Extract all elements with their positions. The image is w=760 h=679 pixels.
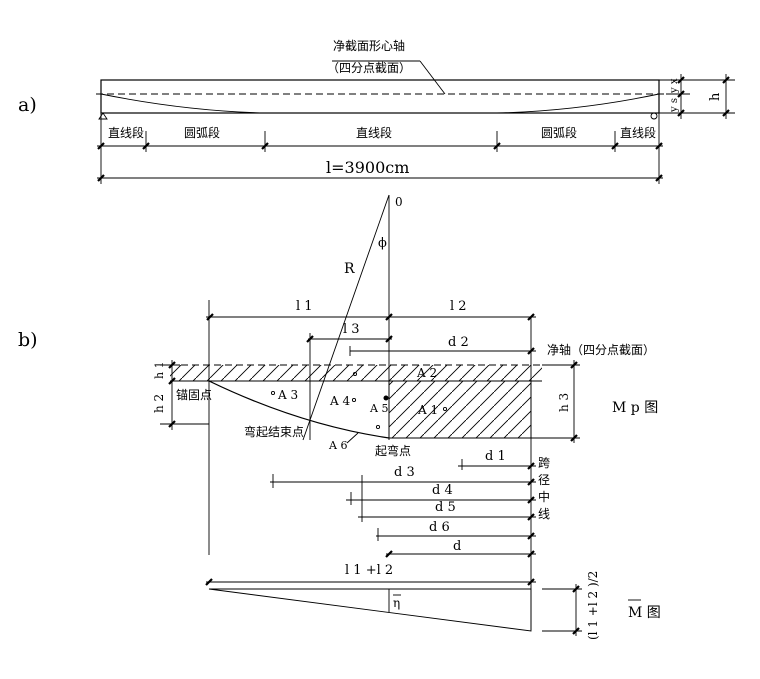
h3-label: h 3 <box>557 393 571 412</box>
a6-leader <box>346 432 359 444</box>
tick <box>527 578 535 586</box>
segment-label-1: 直线段 <box>108 125 144 140</box>
a1-region <box>388 380 532 439</box>
tick <box>570 361 578 369</box>
l1l2-label: l 1 +l 2 <box>345 563 393 578</box>
tick <box>570 434 578 442</box>
tick <box>385 550 393 558</box>
tick <box>385 335 393 343</box>
tick <box>97 142 105 150</box>
axis-label: 净截面形心轴 <box>333 38 405 53</box>
a2-label: A 2 <box>416 366 437 380</box>
a4-label: A 4 <box>329 394 350 408</box>
tick <box>385 313 393 321</box>
a2-centroid <box>352 371 358 377</box>
tick <box>205 578 213 586</box>
tick <box>611 142 619 150</box>
phi-label: ϕ <box>378 236 387 251</box>
eta-label: η <box>393 596 400 610</box>
tick <box>677 109 685 117</box>
tick <box>722 76 730 84</box>
d6-label: d 6 <box>429 520 450 535</box>
tick <box>527 550 535 558</box>
mbar-triangle <box>208 588 532 632</box>
l2-label: l 2 <box>450 299 467 314</box>
midspan-char-1: 跨 <box>538 456 550 470</box>
anchor-point-label: 锚固点 <box>176 387 212 402</box>
midspan-char-2: 径 <box>538 473 550 487</box>
tick <box>527 513 535 521</box>
panel-a-label: a) <box>18 94 37 116</box>
dim-h-label: h <box>708 92 723 101</box>
a5-centroid-dot <box>383 395 389 401</box>
tick <box>206 313 214 321</box>
bend-start-label: 起弯点 <box>375 443 411 458</box>
tick <box>97 174 105 182</box>
a6-label: A 6 <box>328 439 347 452</box>
d3-label: d 3 <box>394 465 415 480</box>
segment-label-4: 圆弧段 <box>541 125 577 140</box>
tick <box>655 142 663 150</box>
bend-end-label: 弯起结束点 <box>244 424 304 439</box>
center-label: 0 <box>395 195 403 209</box>
mp-label: M p 图 <box>612 400 658 416</box>
l3-label: l 3 <box>343 322 360 337</box>
axis-note: 净轴（四分点截面） <box>547 342 655 357</box>
mp-tendon-curve <box>208 380 390 439</box>
h2-label: h 2 <box>152 394 166 413</box>
tick <box>527 462 535 470</box>
axis-sub-label: （四分点截面） <box>327 61 411 75</box>
d5-label: d 5 <box>435 500 456 515</box>
tick <box>572 627 580 635</box>
tendon-profile <box>100 93 660 114</box>
midspan-char-3: 中 <box>538 489 550 504</box>
d-label: d <box>453 539 461 554</box>
d4-label: d 4 <box>432 483 453 498</box>
midspan-char-4: 线 <box>538 507 550 521</box>
a3-label: A 3 <box>277 388 298 402</box>
beam-outline <box>100 79 660 114</box>
a5-label: A 5 <box>369 402 388 415</box>
segment-label-2: 圆弧段 <box>184 125 220 140</box>
span-label: l=3900cm <box>326 158 409 177</box>
a1-centroid <box>442 406 448 412</box>
inclined-radius <box>302 194 390 441</box>
h1-label: h 1 <box>153 361 166 379</box>
dim-yx-label: y x <box>669 78 680 94</box>
tick <box>677 76 685 84</box>
tick <box>142 142 150 150</box>
segment-label-5: 直线段 <box>620 125 656 140</box>
a4-centroid <box>351 397 357 403</box>
tick <box>722 109 730 117</box>
radius-label: R <box>344 261 355 277</box>
a1-label: A 1 <box>417 403 438 417</box>
tick <box>655 174 663 182</box>
tick <box>677 90 685 98</box>
tick <box>306 335 314 343</box>
dim-ys-label: y s <box>669 98 680 113</box>
half-label: (l 1 +l 2 )/2 <box>586 571 600 640</box>
tick <box>168 377 176 385</box>
panel-b-label: b) <box>18 329 38 351</box>
tick <box>168 361 176 369</box>
l1-label: l 1 <box>296 299 313 314</box>
tick <box>527 478 535 486</box>
left-support <box>98 112 108 120</box>
tick <box>261 142 269 150</box>
d1-label: d 1 <box>485 449 506 464</box>
tick <box>527 532 535 540</box>
right-support <box>650 112 658 120</box>
axis-leader <box>419 60 446 95</box>
tick <box>572 585 580 593</box>
mbar-label: M 图 <box>628 605 661 621</box>
d2-label: d 2 <box>448 335 469 350</box>
a6-centroid <box>375 424 381 430</box>
a3-centroid <box>270 390 276 396</box>
segment-label-3: 直线段 <box>356 125 392 140</box>
tick <box>168 420 176 428</box>
tick <box>493 142 501 150</box>
tick <box>527 496 535 504</box>
